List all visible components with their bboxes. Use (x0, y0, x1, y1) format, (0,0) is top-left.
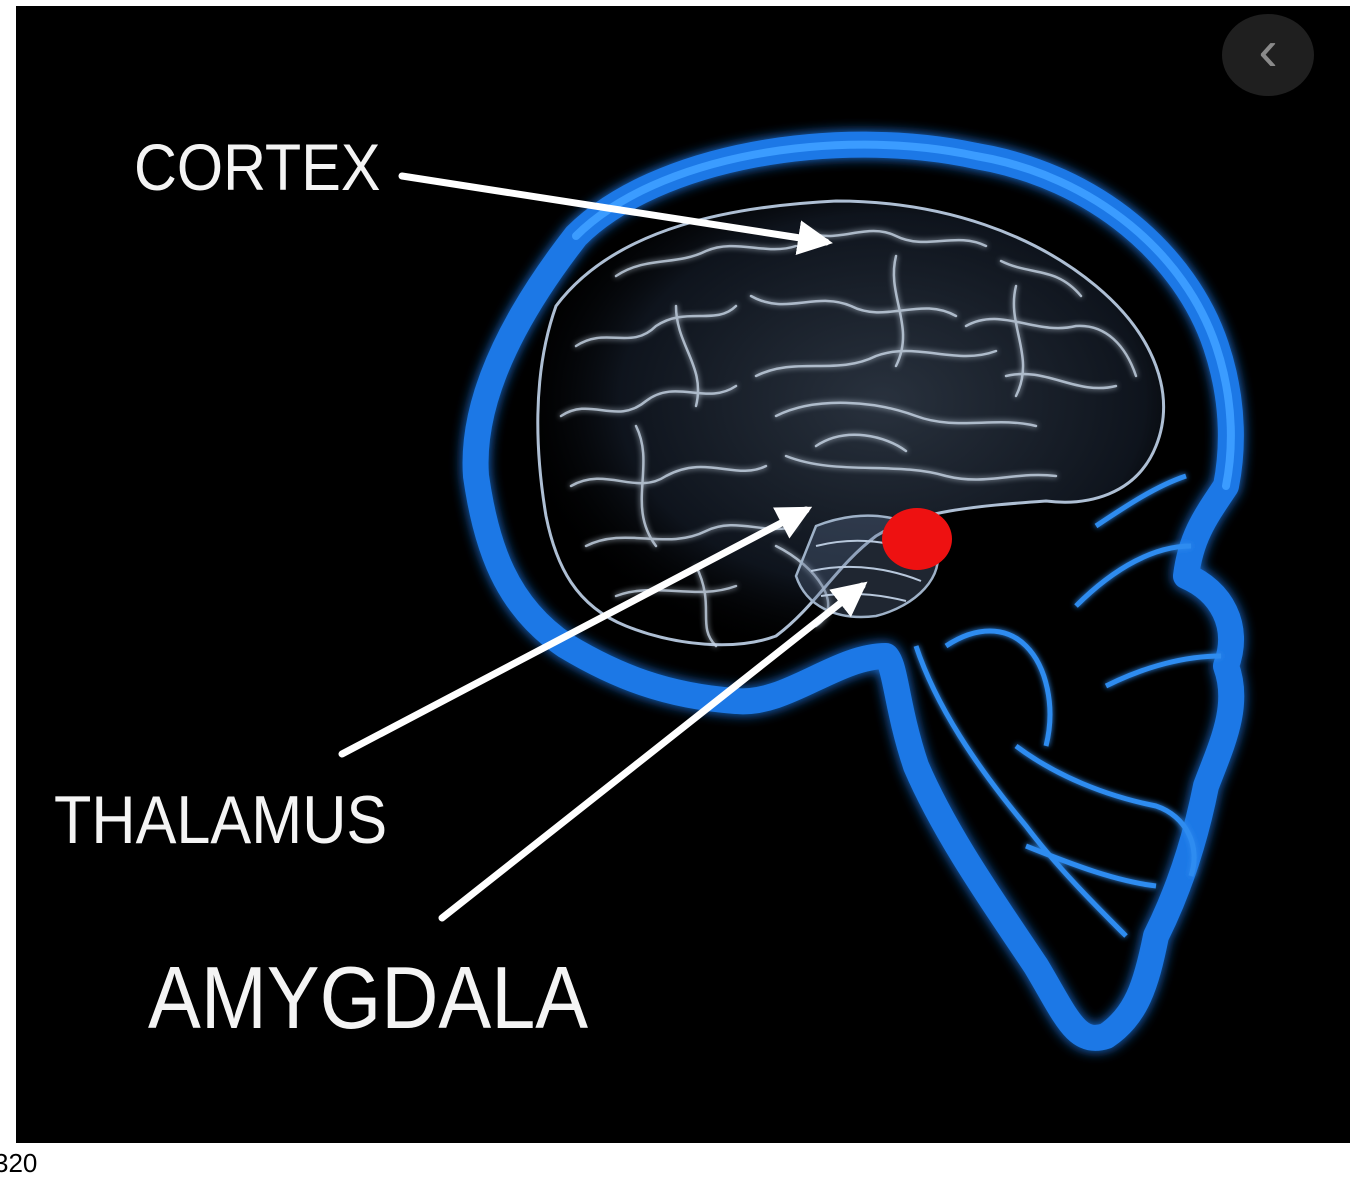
cortex-label: CORTEX (134, 134, 380, 200)
chevron-left-icon: ‹ (1258, 22, 1277, 80)
brain (538, 201, 1164, 646)
page-number: 320 (0, 1150, 37, 1176)
thalamus-label: THALAMUS (54, 786, 387, 854)
amygdala-marker (882, 508, 952, 570)
amygdala-label: AMYGDALA (148, 954, 588, 1042)
back-button[interactable]: ‹ (1222, 14, 1314, 96)
diagram-canvas: CORTEX THALAMUS AMYGDALA ‹ (16, 6, 1350, 1143)
